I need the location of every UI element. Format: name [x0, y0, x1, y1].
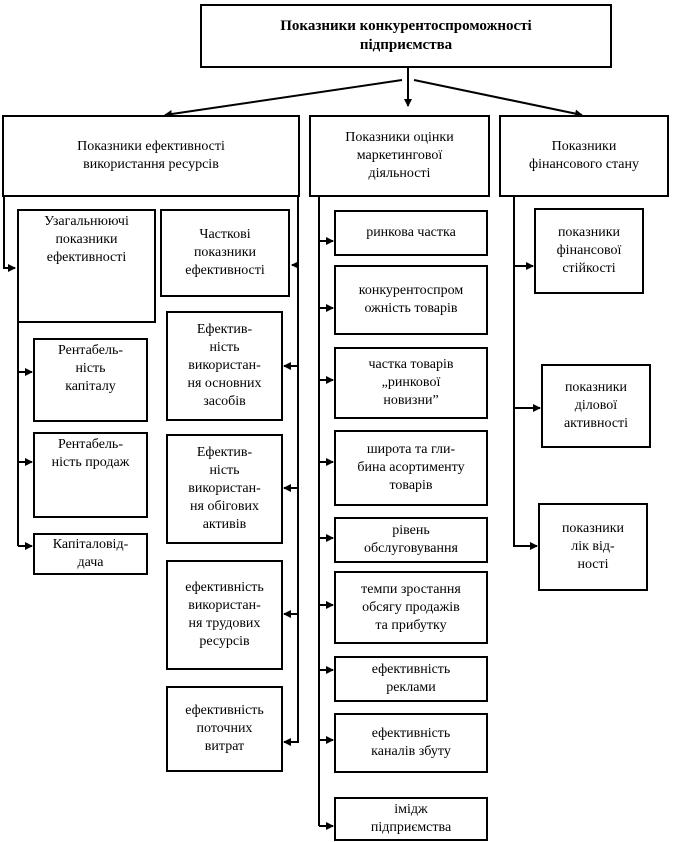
marketing-item: частка товарів „ринкової новизни”: [334, 347, 488, 419]
general-indicators: Узагальнюючі показники ефективності: [17, 209, 156, 323]
financial-item: показники лік від- ності: [538, 503, 648, 591]
partial-item: ефективність використан- ня трудових рес…: [166, 560, 283, 670]
root-title: Показники конкурентоспроможності підприє…: [280, 18, 532, 53]
marketing-item: темпи зростання обсягу продажів та прибу…: [334, 571, 488, 644]
group-financial: Показники фінансового стану: [499, 115, 669, 197]
partial-item: Ефектив- ність використан- ня основних з…: [166, 311, 283, 421]
group-marketing-title: Показники оцінки маркетингової діяльност…: [345, 130, 454, 181]
group-marketing: Показники оцінки маркетингової діяльност…: [309, 115, 490, 197]
group-resources-title: Показники ефективності використання ресу…: [77, 139, 225, 172]
general-item: Рентабель- ність капіталу: [33, 338, 148, 422]
marketing-item: ринкова частка: [334, 210, 488, 256]
partial-item: Ефектив- ність використан- ня обігових а…: [166, 434, 283, 544]
general-item: Рентабель- ність продаж: [33, 432, 148, 518]
general-indicators-title: Узагальнюючі показники ефективності: [44, 214, 129, 265]
partial-indicators-title: Часткові показники ефективності: [185, 227, 265, 278]
root-box: Показники конкурентоспроможності підприє…: [200, 4, 612, 68]
partial-item: ефективність поточних витрат: [166, 686, 283, 772]
marketing-item: рівень обслуговування: [334, 517, 488, 563]
marketing-item: ефективність каналів збуту: [334, 713, 488, 773]
group-resources: Показники ефективності використання ресу…: [2, 115, 300, 197]
partial-indicators: Часткові показники ефективності: [160, 209, 290, 297]
group-financial-title: Показники фінансового стану: [529, 139, 639, 172]
marketing-item: широта та гли- бина асортименту товарів: [334, 430, 488, 506]
marketing-item: ефективність реклами: [334, 656, 488, 702]
general-item: Капіталовід- дача: [33, 533, 148, 575]
marketing-item: конкурентоспром ожність товарів: [334, 265, 488, 335]
financial-item: показники фінансової стійкості: [534, 208, 644, 294]
marketing-item: імідж підприємства: [334, 797, 488, 841]
financial-item: показники ділової активності: [541, 364, 651, 448]
